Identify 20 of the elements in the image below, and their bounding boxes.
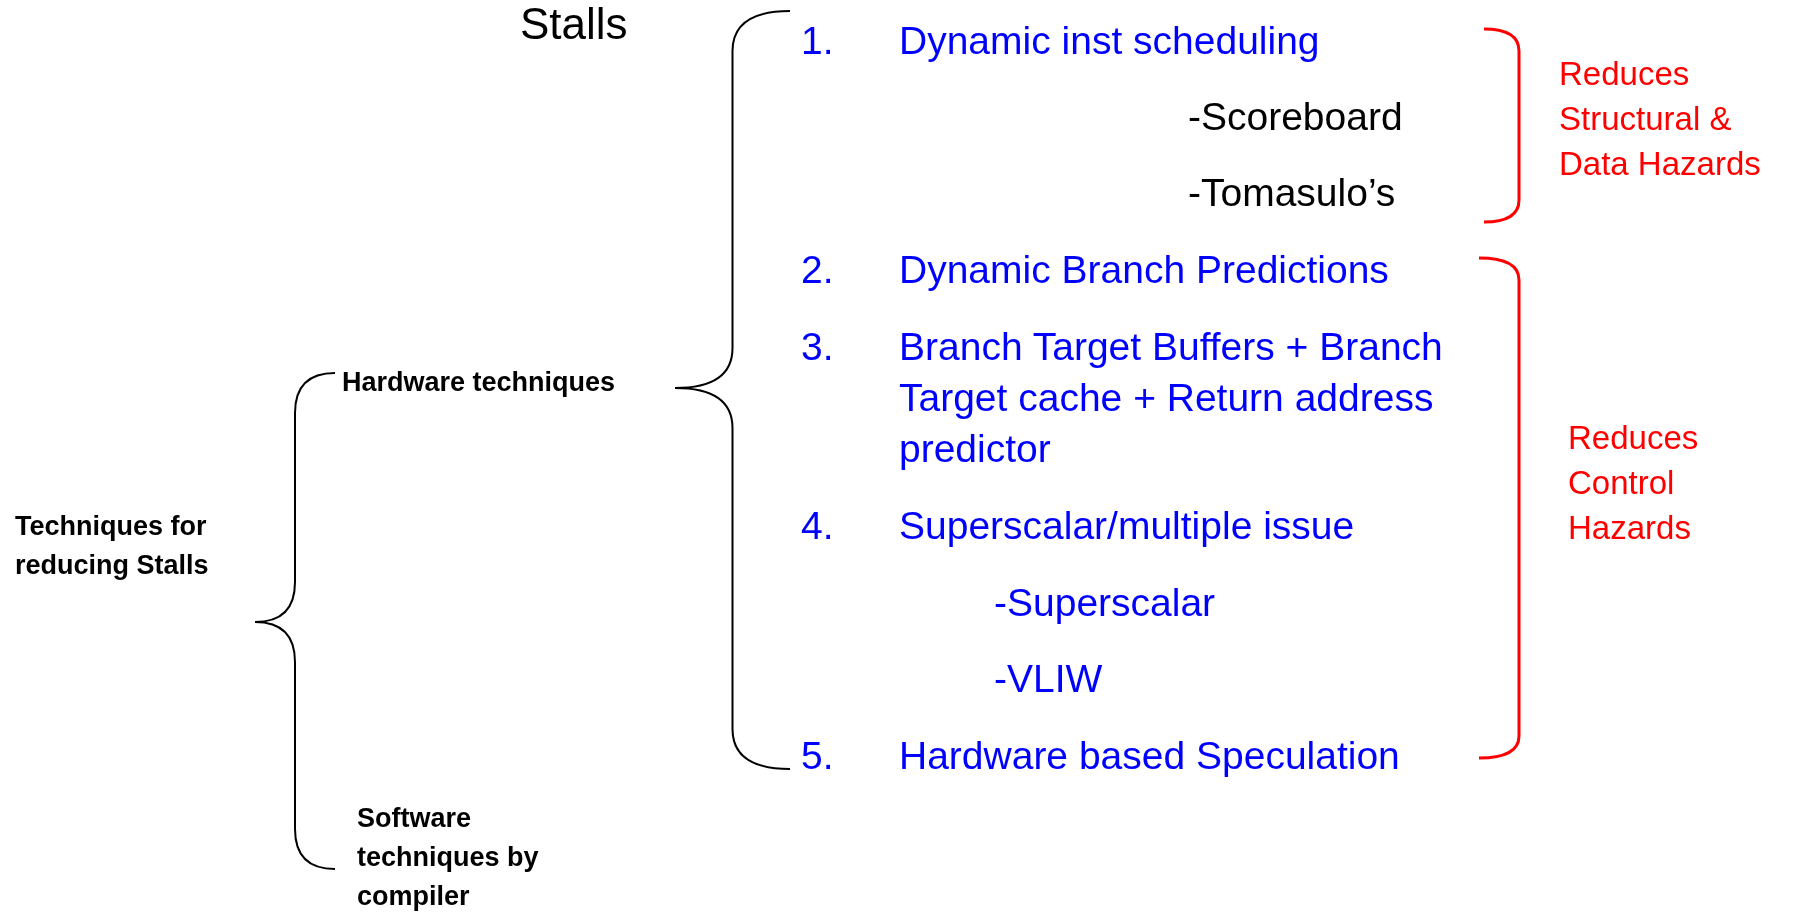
sub-item: -VLIW [994,655,1103,702]
list-item: Branch Target Buffers + Branch Target cache + Return address predictor [899,323,1444,472]
list-number: 2. [801,246,834,293]
list-number: 4. [801,502,834,549]
list-item: Superscalar/multiple issue [899,502,1355,549]
list-item: Hardware based Speculation [899,732,1400,779]
sub-item: -Scoreboard [1188,93,1403,140]
list-number: 3. [801,323,834,370]
sub-item: -Superscalar [994,579,1216,626]
list-number: 5. [801,732,834,779]
category-label: Techniques for reducing Stalls [15,509,210,582]
category-label: Software techniques by compiler [357,801,540,913]
list-number: 1. [801,17,834,64]
category-label: Hardware techniques [342,365,616,399]
heading: Stalls [520,0,628,48]
annotation-note: Reduces Control Hazards [1568,417,1700,548]
annotation-note: Reduces Structural & Data Hazards [1559,53,1762,184]
list-item: Dynamic Branch Predictions [899,246,1389,293]
list-item: Dynamic inst scheduling [899,17,1320,64]
sub-item: -Tomasulo’s [1188,169,1396,216]
